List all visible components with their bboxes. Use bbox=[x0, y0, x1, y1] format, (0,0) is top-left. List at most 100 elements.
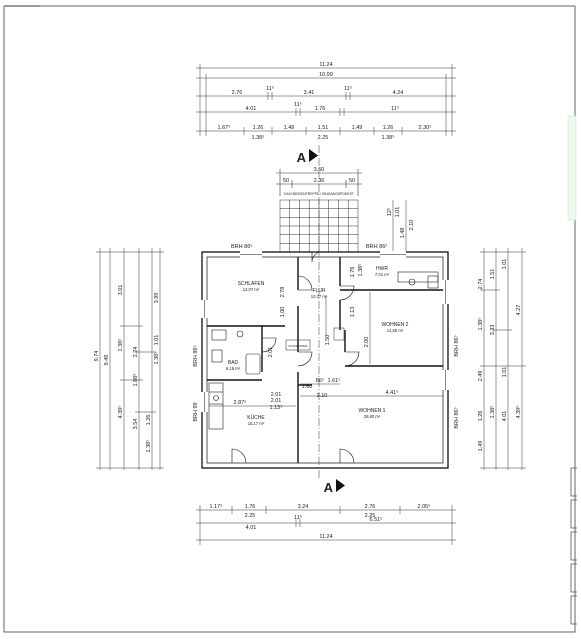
room-area-wohnen2: 14,65 m² bbox=[387, 328, 404, 333]
dim-right-g: 1.38⁵ bbox=[489, 406, 496, 419]
dim-int-n: 1.76 bbox=[350, 267, 356, 278]
dim-left-g: 1.38⁵ bbox=[145, 440, 152, 453]
interior-walls bbox=[207, 257, 443, 463]
dim-right-k: 1.49 bbox=[478, 441, 484, 452]
dim-int-d: 1.60 bbox=[302, 384, 313, 390]
dim-left-c: 2.24 bbox=[133, 347, 139, 358]
dim-right-c: 1.38⁵ bbox=[477, 318, 484, 331]
dim-left-e: 3.54 bbox=[133, 419, 139, 430]
section-label-bottom: A bbox=[324, 480, 334, 495]
dim-int-a: 2.01 bbox=[271, 392, 282, 398]
dim-entry-v-c: 1.48 bbox=[400, 228, 406, 239]
shaft-box bbox=[333, 327, 345, 341]
dim-right-l: 1.01 bbox=[502, 367, 508, 378]
dim-entry-right: 50 bbox=[349, 178, 355, 184]
dim-bot-row1-b: 1.76 bbox=[245, 504, 256, 510]
dim-top-row4-b: 1.26 bbox=[253, 125, 264, 131]
dim-right-a: 2.74 bbox=[478, 279, 484, 290]
dim-left-total: 9.74 bbox=[94, 351, 100, 362]
dim-top-row2-b: 11⁵ bbox=[266, 85, 274, 92]
dim-bot-total: 11.24 bbox=[319, 534, 332, 540]
dim-int-c: 1.13⁵ bbox=[270, 404, 283, 411]
dim-entry-left: 50 bbox=[283, 178, 289, 184]
dim-top-row4-d: 1.51 bbox=[318, 125, 329, 131]
dim-left-i: 3.99 bbox=[154, 293, 160, 304]
dim-right-f: 1.26 bbox=[478, 411, 484, 422]
dim-right-j: 4.39⁵ bbox=[515, 406, 522, 419]
right-dimension-chains bbox=[480, 248, 526, 470]
dim-bot-row1-a: 1.17⁵ bbox=[210, 503, 223, 510]
dim-top-row4-a: 1.67⁵ bbox=[218, 124, 231, 131]
doors bbox=[231, 251, 360, 464]
dim-top-row2-e: 4.24 bbox=[393, 90, 404, 96]
dim-bot-row1-c: 3.24 bbox=[298, 504, 309, 510]
dim-right-m: 1.01 bbox=[502, 259, 508, 270]
brh-label-left-a: BRH 86⁵ bbox=[192, 345, 199, 367]
dim-top-row4-c: 1.49 bbox=[284, 125, 295, 131]
room-name-wohnen1: WOHNEN 1 bbox=[359, 408, 386, 414]
dim-bot-row1-d: 2.76 bbox=[365, 504, 376, 510]
dim-bot-row1-e: 2.05⁵ bbox=[418, 503, 431, 510]
dim-top-row4-sub-c: 1.38⁵ bbox=[382, 134, 395, 141]
section-label-top: A bbox=[297, 150, 307, 165]
dim-right-h: 4.01 bbox=[502, 411, 508, 422]
dim-left-a: 3.01 bbox=[118, 285, 124, 296]
brh-label-left-b: BRH 99 bbox=[193, 402, 199, 421]
dim-int-g: 4.41⁵ bbox=[386, 389, 399, 396]
room-area-wohnen1: 28,80 m² bbox=[364, 414, 381, 419]
dim-top-row2-a: 2.76 bbox=[232, 90, 243, 96]
interior-dimension-lines bbox=[209, 292, 443, 407]
window-lines bbox=[204, 254, 446, 412]
exterior-walls bbox=[201, 251, 449, 469]
dim-int-h: 2.10 bbox=[317, 393, 328, 399]
dim-int-m: 1.13 bbox=[350, 307, 356, 318]
dim-top-total: 11.24 bbox=[319, 62, 332, 68]
dim-entry-v-a: 12⁵ bbox=[386, 208, 393, 216]
dim-top-inner: 10.99 bbox=[319, 72, 333, 78]
room-area-bad: 6,18 m² bbox=[226, 366, 241, 371]
room-area-hwr: 7,01 m² bbox=[375, 272, 390, 277]
dim-entry-v-d: 2.10 bbox=[409, 220, 415, 231]
chimney-box bbox=[285, 339, 311, 351]
room-name-flur: FLUR bbox=[312, 288, 325, 294]
dim-left-k: 1.38⁵ bbox=[153, 352, 160, 365]
dim-top-row2-c: 3.41 bbox=[304, 90, 315, 96]
dim-bot-row2-c: 6.51⁵ bbox=[370, 516, 383, 523]
dim-top-row4-sub-b: 2.25 bbox=[318, 135, 329, 141]
dim-right-e: 2.49 bbox=[478, 371, 484, 382]
dim-top-row4-sub-a: 1.38⁵ bbox=[252, 134, 265, 141]
dim-int-i: 1.50 bbox=[325, 335, 331, 346]
dim-bot-row1-sub-a: 2.25 bbox=[245, 513, 256, 519]
dim-top-row3-b: 11⁵ bbox=[294, 101, 302, 108]
dim-int-j: 2.00 bbox=[364, 337, 370, 348]
dim-top-row4-f: 1.26 bbox=[383, 125, 394, 131]
room-area-flur: 10,37 m² bbox=[311, 294, 328, 299]
dim-top-row4-e: 1.49 bbox=[352, 125, 363, 131]
section-arrow-top-icon bbox=[309, 149, 318, 162]
dim-right-i: 4.27 bbox=[516, 305, 522, 316]
dim-left-j: 1.01 bbox=[154, 335, 160, 346]
dim-left-inner: 9.49 bbox=[104, 355, 110, 366]
dim-int-l: 1.00 bbox=[280, 307, 286, 318]
room-name-kueche: KÜCHE bbox=[247, 414, 265, 421]
dim-int-f: 1.61⁵ bbox=[328, 377, 341, 384]
entry-vertical-dims bbox=[392, 200, 407, 252]
top-dimension-chains bbox=[196, 64, 456, 136]
dim-int-kueche: 2.87⁵ bbox=[234, 399, 247, 406]
brh-label-right-b: BRH 86⁵ bbox=[453, 407, 460, 429]
sheet-edge-mark bbox=[567, 115, 577, 221]
room-area-schlafen: 12,07 m² bbox=[243, 287, 260, 292]
hwr-fixtures bbox=[397, 271, 439, 289]
dim-bot-row2-b: 11⁵ bbox=[294, 514, 302, 521]
dim-left-d: 1.88⁵ bbox=[132, 374, 139, 387]
dim-left-h: 4.39⁵ bbox=[117, 406, 124, 419]
dim-top-row3-d: 11⁵ bbox=[391, 105, 399, 112]
dim-top-row3-a: 4.01 bbox=[246, 106, 257, 112]
section-arrow-bottom-icon bbox=[336, 479, 345, 492]
chimney-label: SCHORNSTEIN bbox=[289, 344, 308, 348]
brh-label-right-a: BRH 86⁵ bbox=[453, 335, 460, 357]
room-name-schlafen: SCHLAFEN bbox=[238, 281, 265, 287]
dim-top-row3-c: 1.76 bbox=[315, 106, 326, 112]
